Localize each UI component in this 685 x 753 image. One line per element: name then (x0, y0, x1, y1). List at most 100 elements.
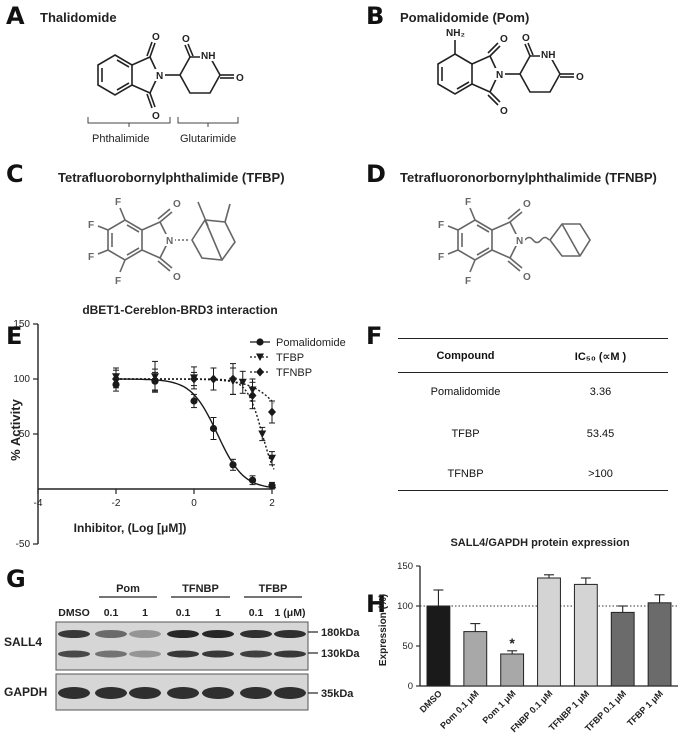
data-point (248, 476, 257, 484)
atom-f-label: F (88, 220, 94, 231)
x-tick-label: 2 (269, 498, 275, 509)
panel-label-d: D (366, 160, 386, 188)
bar (463, 631, 488, 687)
data-point (256, 367, 264, 377)
data-point (190, 374, 198, 384)
blot-bands (58, 630, 306, 699)
phthalimide-label: Phthalimide (92, 133, 149, 145)
atom-f-label: F (465, 197, 471, 208)
sall4-band-upper (202, 630, 234, 638)
atom-o-label: O (182, 34, 190, 45)
sall4-label: SALL4 (4, 635, 42, 649)
fit-curve-tfbp (116, 378, 275, 470)
blot-lane-label: 0.1 (176, 607, 191, 619)
tfnbp-structure: N O O F F F F (438, 197, 591, 287)
table-cell: 3.36 (589, 386, 612, 398)
atom-f-label: F (438, 220, 444, 231)
pomalidomide-structure: NH₂ N O O O NH O (437, 28, 584, 117)
table-cell: >100 (588, 468, 613, 480)
bar (537, 577, 561, 687)
blot-lane-label: 1 (142, 607, 148, 619)
sall4-band-lower (129, 650, 161, 658)
atom-o-label: O (500, 106, 508, 117)
significance-mark: * (509, 635, 515, 651)
atom-o-label: O (173, 199, 181, 210)
bar-y-axis-label: Expression (%) (378, 594, 389, 666)
table-header-rule (398, 372, 668, 373)
atom-n-label: N (166, 236, 173, 247)
atom-n-label: N (496, 70, 503, 81)
data-point (238, 378, 247, 387)
table-cell: 53.45 (586, 428, 615, 440)
sall4-band-lower (95, 650, 127, 658)
atom-o-label: O (152, 32, 160, 43)
blot-lane-label: 0.1 (249, 607, 264, 619)
atom-f-label: F (88, 252, 94, 263)
table-header-compound: Compound (436, 350, 495, 362)
sall4-band-upper (167, 630, 199, 638)
chart-title: dBET1-Cereblon-BRD3 interaction (82, 303, 277, 317)
kda-label-35: 35kDa (321, 688, 354, 700)
data-point (256, 338, 264, 346)
thalidomide-title: Thalidomide (40, 10, 117, 25)
atom-o-label: O (522, 33, 530, 44)
gapdh-band (202, 687, 234, 699)
x-axis-label: Inhibitor, (Log [μM]) (74, 521, 187, 535)
chart-series (112, 360, 276, 490)
blot-lane-label: 0.1 (104, 607, 119, 619)
data-point (248, 391, 257, 400)
atom-f-label: F (438, 252, 444, 263)
table-bottom-rule (398, 490, 668, 491)
bar-category-label: Pom 0.1 μM (438, 688, 480, 730)
x-tick-label: 0 (191, 498, 197, 509)
tfbp-title: Tetrafluorobornylphthalimide (TFBP) (58, 170, 285, 185)
sall4-band-upper (129, 630, 161, 638)
gapdh-band (58, 687, 90, 699)
data-point (268, 407, 276, 417)
bar (426, 605, 451, 687)
y-axis-label: % Activity (8, 398, 23, 460)
atom-o-label: O (500, 34, 508, 45)
data-point (112, 374, 120, 384)
bracket-group (87, 117, 239, 127)
legend-label: Pomalidomide (276, 337, 346, 349)
tfnbp-title: Tetrafluoronorbornylphthalimide (TFNBP) (400, 170, 657, 185)
atom-nh-label: NH (201, 51, 215, 62)
atom-nh-label: NH (541, 50, 555, 61)
bar-y-tick-label: 50 (402, 641, 413, 652)
bar (610, 611, 635, 687)
data-point (268, 454, 276, 463)
atom-o-label: O (236, 73, 244, 84)
sall4-band-lower (274, 650, 306, 658)
bar (647, 602, 672, 687)
data-point (258, 430, 267, 438)
panel-label-h: H (366, 590, 387, 618)
panel-label-e: E (6, 322, 23, 350)
blot-lane-label: DMSO (58, 607, 90, 619)
sall4-band-upper (274, 630, 306, 638)
table-top-rule (398, 338, 668, 339)
bar-category-label: Pom 1 μM (480, 688, 517, 725)
atom-o-label: O (576, 72, 584, 83)
data-point (229, 374, 237, 384)
legend-label: TFBP (276, 352, 304, 364)
x-tick-label: -2 (112, 498, 121, 509)
atom-n-label: N (516, 236, 523, 247)
atom-o-label: O (173, 272, 181, 283)
blot-group-label: Pom (116, 583, 140, 595)
atom-o-label: O (523, 199, 531, 210)
panel-label-b: B (366, 2, 385, 30)
data-point (190, 397, 198, 405)
bar-chart-title: SALL4/GAPDH protein expression (450, 537, 629, 549)
fit-curve-tfnbp (116, 378, 275, 404)
y-tick-label: -50 (16, 539, 31, 550)
atom-o-label: O (152, 111, 160, 122)
data-point (209, 424, 218, 433)
sall4-band-upper (58, 630, 90, 638)
blot-lane-label: 1 (μM) (275, 607, 306, 619)
sall4-expression-chart: SALL4/GAPDH protein expression 050100150… (378, 537, 678, 734)
kda-label-180: 180kDa (321, 627, 360, 639)
